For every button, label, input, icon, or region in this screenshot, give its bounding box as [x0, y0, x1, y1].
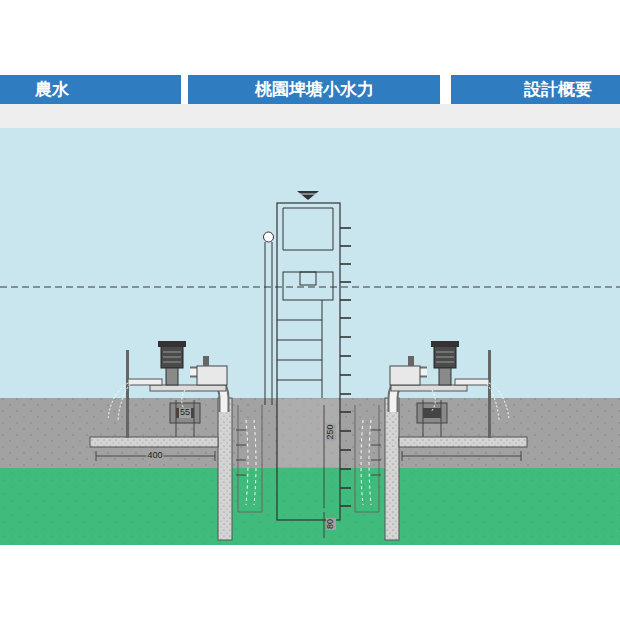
- tab-title: 桃園埤塘小水力: [255, 80, 374, 99]
- header-tab: 桃園埤塘小水力: [188, 75, 440, 104]
- tab-title: 設計概要: [524, 80, 592, 99]
- dimension-label: 400: [146, 451, 163, 461]
- soil: [0, 398, 620, 468]
- gauge-ticks: [340, 228, 351, 506]
- ground: [0, 468, 620, 545]
- tower-step: [277, 320, 322, 321]
- gate: [300, 272, 316, 285]
- dimension-line: [324, 405, 325, 508]
- header-band: [0, 104, 620, 128]
- water-level-symbol: [300, 194, 316, 195]
- tower-step: [277, 340, 322, 341]
- water-level: [0, 287, 620, 288]
- vent-pipe: [272, 242, 273, 405]
- dimension-label: 250: [326, 423, 336, 440]
- header-tab: 農水: [0, 75, 181, 104]
- tower-wall: [322, 300, 323, 398]
- right-intake: [355, 341, 527, 540]
- left-intake: [90, 341, 262, 540]
- water-level-symbol: [297, 191, 319, 200]
- tower-top: [283, 208, 333, 250]
- dimension-label: 55: [179, 408, 191, 418]
- vent-pipe: [265, 242, 266, 405]
- tab-title: 農水: [35, 80, 69, 99]
- header-tab: 設計概要: [451, 75, 620, 104]
- vent-cap: [264, 232, 274, 242]
- intake-tower: [277, 203, 340, 520]
- gate: [283, 272, 333, 300]
- water: [0, 128, 620, 399]
- tower-step: [277, 360, 322, 361]
- tower-interior: [278, 399, 339, 467]
- tower-step: [277, 380, 322, 381]
- dimension-label: 80: [326, 518, 336, 530]
- dimension-line: [324, 512, 325, 538]
